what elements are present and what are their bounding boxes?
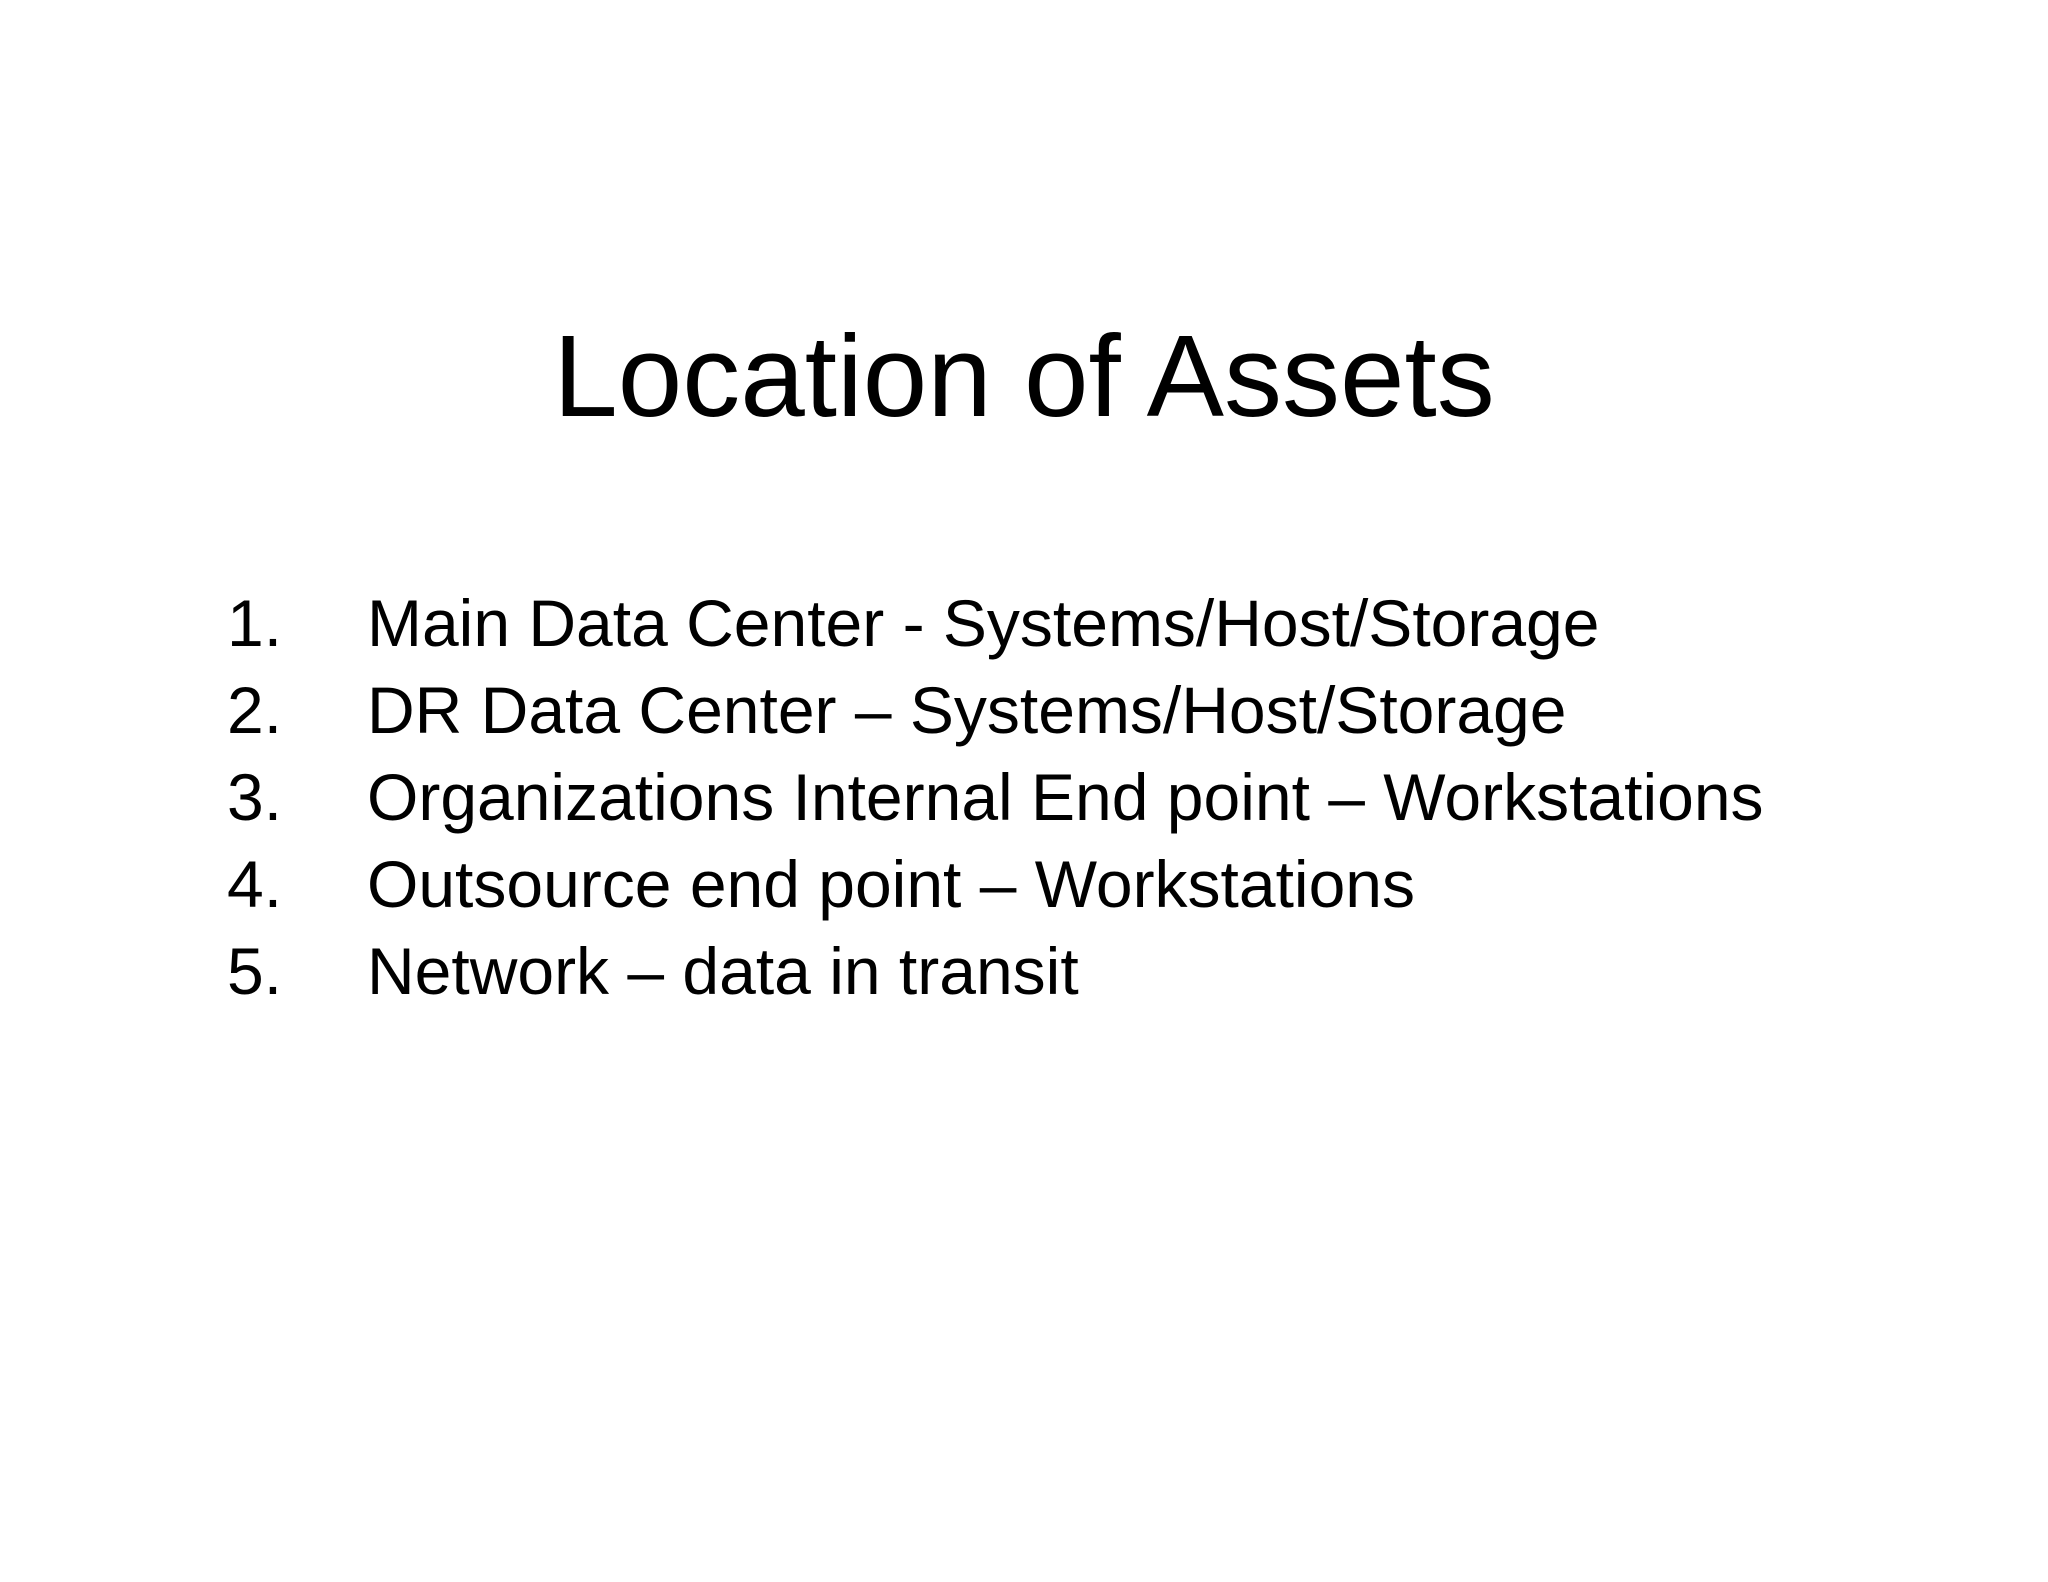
- list-item: 5. Network – data in transit: [227, 928, 1988, 1015]
- list-item: 4. Outsource end point – Workstations: [227, 841, 1988, 928]
- list-item-text: Main Data Center - Systems/Host/Storage: [367, 586, 1600, 660]
- list-item-text: Outsource end point – Workstations: [367, 847, 1416, 921]
- list-item: 2. DR Data Center – Systems/Host/Storage: [227, 667, 1988, 754]
- list-item-text: DR Data Center – Systems/Host/Storage: [367, 673, 1567, 747]
- list-item: 3. Organizations Internal End point – Wor…: [227, 754, 1988, 841]
- list-item-number: 3.: [227, 760, 283, 834]
- list-item-text: Organizations Internal End point – Works…: [367, 760, 1764, 834]
- list-item-number: 4.: [227, 847, 283, 921]
- list-item-number: 1.: [227, 586, 283, 660]
- list-item: 1. Main Data Center - Systems/Host/Storag…: [227, 580, 1988, 667]
- slide-title: Location of Assets: [553, 311, 1495, 441]
- list-item-number: 5.: [227, 934, 283, 1008]
- list-item-number: 2.: [227, 673, 283, 747]
- asset-list: 1. Main Data Center - Systems/Host/Storag…: [227, 580, 1988, 1015]
- list-item-text: Network – data in transit: [367, 934, 1079, 1008]
